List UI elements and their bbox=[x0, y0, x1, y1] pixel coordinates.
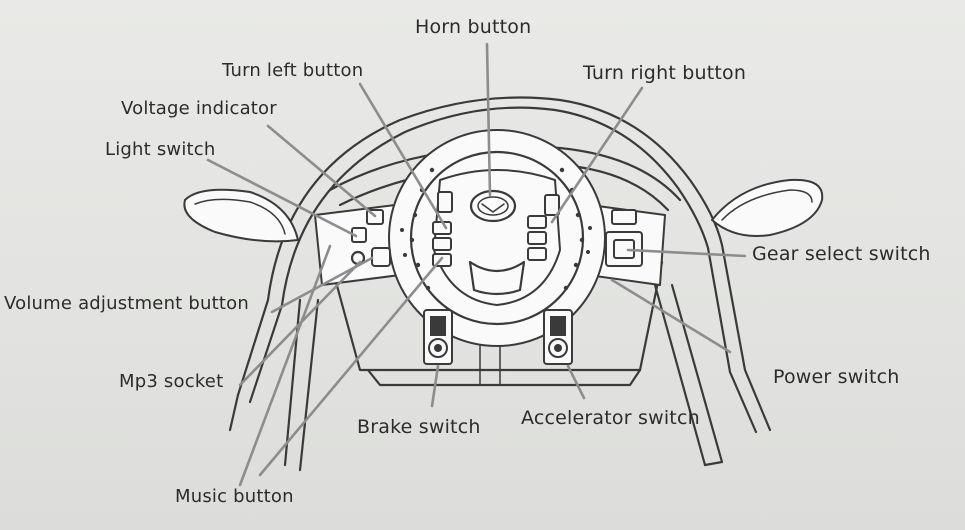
label-mp3-socket: Mp3 socket bbox=[119, 371, 224, 392]
leader-turn-right bbox=[550, 86, 644, 224]
label-volume-adjustment-button: Volume adjustment button bbox=[4, 293, 249, 314]
left-mirror bbox=[183, 188, 299, 243]
label-turn-left-button: Turn left button bbox=[222, 60, 364, 81]
leader-brake bbox=[430, 364, 440, 408]
leader-music-2 bbox=[258, 256, 444, 477]
leader-power bbox=[610, 278, 732, 354]
label-horn-button: Horn button bbox=[415, 16, 532, 38]
label-accelerator-switch: Accelerator switch bbox=[521, 407, 700, 429]
leader-light bbox=[206, 158, 358, 238]
leader-turn-left bbox=[358, 82, 448, 230]
label-light-switch: Light switch bbox=[105, 139, 216, 160]
label-gear-select-switch: Gear select switch bbox=[752, 243, 931, 265]
accelerator-pedal bbox=[543, 309, 573, 365]
label-power-switch: Power switch bbox=[773, 366, 900, 388]
right-panel-controls bbox=[605, 209, 643, 267]
leader-horn bbox=[485, 42, 492, 197]
right-mirror bbox=[711, 178, 824, 237]
label-turn-right-button: Turn right button bbox=[583, 62, 747, 84]
leader-accelerator bbox=[566, 364, 586, 400]
label-music-button: Music button bbox=[175, 486, 294, 507]
label-voltage-indicator: Voltage indicator bbox=[121, 98, 277, 119]
label-brake-switch: Brake switch bbox=[357, 416, 481, 438]
leader-voltage bbox=[266, 124, 377, 218]
leader-gear bbox=[626, 248, 747, 258]
brake-pedal bbox=[423, 309, 453, 365]
steering-wheel bbox=[388, 129, 606, 347]
leader-music-1 bbox=[238, 244, 332, 487]
leader-lines bbox=[206, 42, 747, 487]
